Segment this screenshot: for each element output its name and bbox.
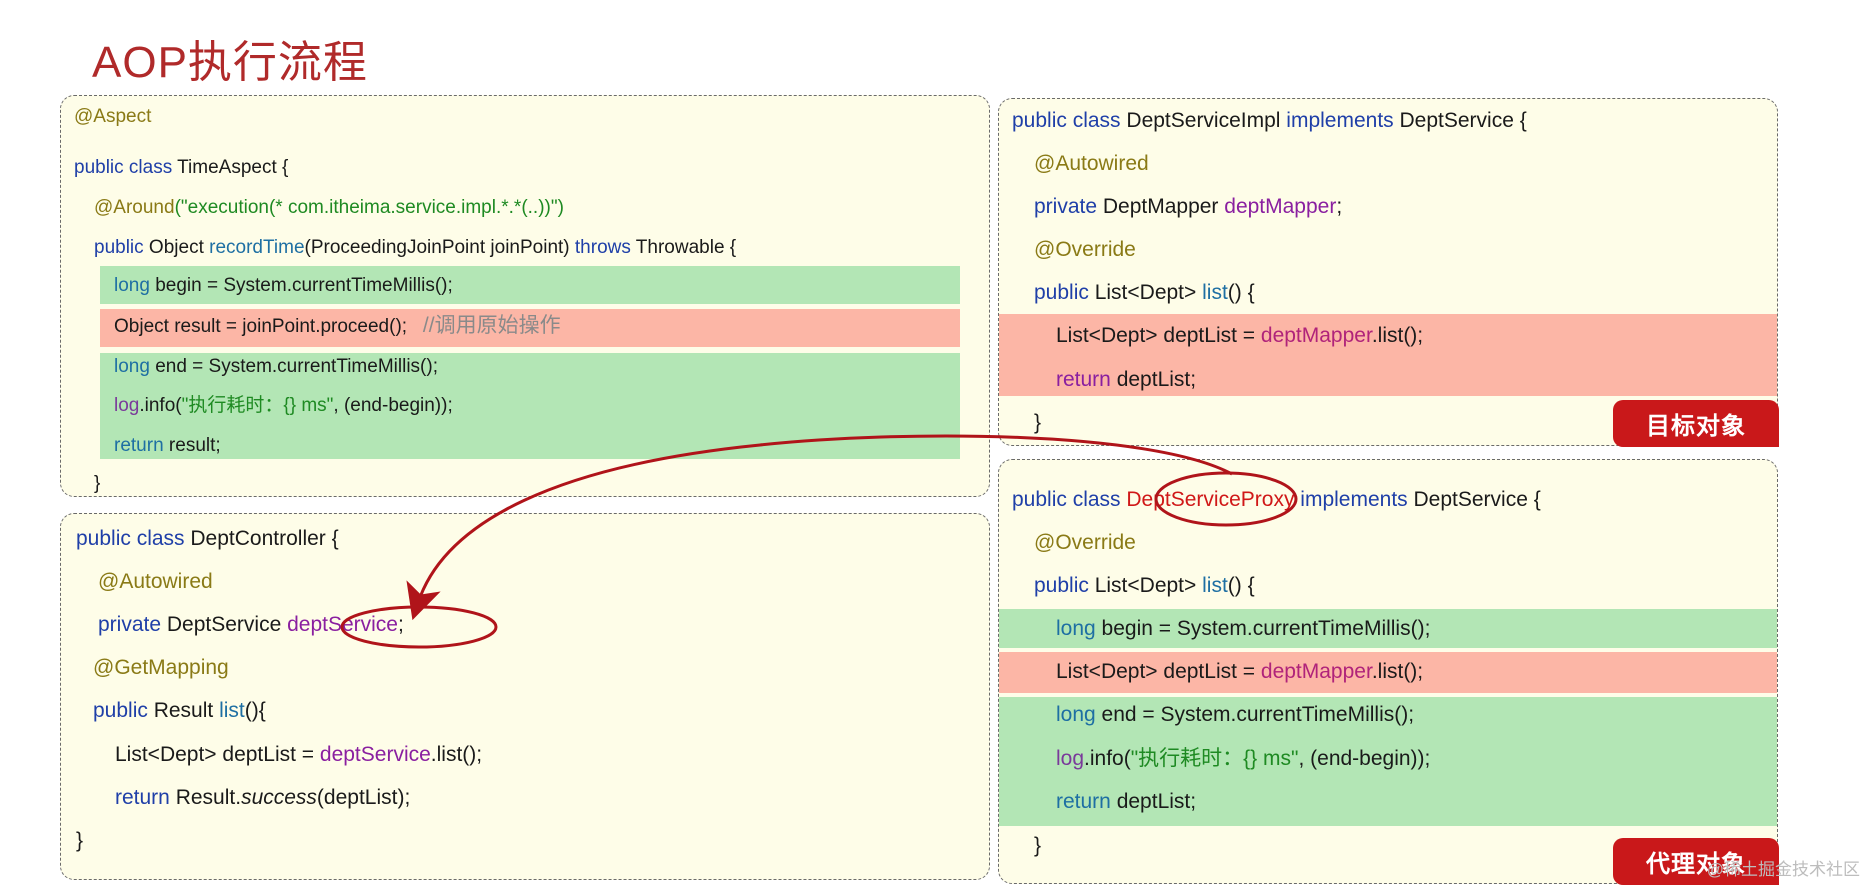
controller-class-decl: public class DeptController {: [76, 527, 339, 550]
watermark: @稀土掘金技术社区: [1706, 860, 1860, 879]
proxy-object-badge: 代理对象: [1613, 838, 1779, 885]
controller-field: private DeptService deptService;: [98, 613, 404, 636]
controller-autowired: @Autowired: [98, 570, 213, 593]
aspect-begin-highlight: [100, 266, 960, 304]
proxy-end-highlight: [999, 697, 1777, 826]
controller-close-brace: }: [76, 829, 84, 852]
proxy-line-return: return deptList;: [1056, 790, 1197, 813]
proxy-close-brace: }: [1034, 834, 1042, 857]
aspect-around-annotation: @Around("execution(* com.itheima.service…: [94, 197, 564, 218]
controller-method-decl: public Result list(){: [93, 699, 266, 722]
proxy-line-end: long end = System.currentTimeMillis();: [1056, 703, 1415, 726]
aspect-line-proceed: Object result = joinPoint.proceed(); //调…: [114, 314, 561, 337]
aspect-method-decl: public Object recordTime(ProceedingJoinP…: [94, 237, 737, 258]
controller-line-list: List<Dept> deptList = deptService.list()…: [115, 743, 483, 766]
proxy-override: @Override: [1034, 531, 1136, 554]
impl-method-decl: public List<Dept> list() {: [1034, 281, 1255, 304]
target-object-badge: 目标对象: [1613, 400, 1779, 447]
impl-autowired: @Autowired: [1034, 152, 1149, 175]
aspect-line-log: log.info("执行耗时：{} ms", (end-begin));: [114, 395, 453, 416]
impl-line-list: List<Dept> deptList = deptMapper.list();: [1056, 324, 1424, 347]
impl-body-highlight: [999, 314, 1777, 396]
controller-getmapping: @GetMapping: [93, 656, 229, 679]
controller-field-circle: [340, 605, 498, 649]
proxy-method-decl: public List<Dept> list() {: [1034, 574, 1255, 597]
proxy-class-circle: [1154, 471, 1298, 527]
page-title: AOP执行流程: [92, 38, 368, 87]
aspect-annotation: @Aspect: [74, 106, 152, 127]
aspect-line-end: long end = System.currentTimeMillis();: [114, 356, 438, 377]
proxy-line-list: List<Dept> deptList = deptMapper.list();: [1056, 660, 1424, 683]
injection-arrow: [406, 434, 1233, 621]
aspect-class-decl: public class TimeAspect {: [74, 157, 289, 178]
impl-class-decl: public class DeptServiceImpl implements …: [1012, 109, 1527, 132]
proxy-line-begin: long begin = System.currentTimeMillis();: [1056, 617, 1431, 640]
controller-line-return: return Result.success(deptList);: [115, 786, 411, 809]
proxy-class-decl: public class DeptServiceProxy implements…: [1012, 488, 1541, 511]
controller-code-box: [60, 513, 990, 880]
impl-line-return: return deptList;: [1056, 368, 1197, 391]
aspect-line-begin: long begin = System.currentTimeMillis();: [114, 275, 453, 296]
proxy-begin-highlight: [999, 609, 1777, 648]
impl-field: private DeptMapper deptMapper;: [1034, 195, 1343, 218]
proxy-line-log: log.info("执行耗时：{} ms", (end-begin));: [1056, 747, 1431, 770]
impl-override: @Override: [1034, 238, 1136, 261]
aspect-line-return: return result;: [114, 435, 221, 456]
impl-close-brace: }: [1034, 411, 1042, 434]
proxy-mapper-highlight: [999, 652, 1777, 693]
aspect-close-brace: }: [94, 473, 101, 494]
aspect-proceed-highlight: [100, 309, 960, 347]
